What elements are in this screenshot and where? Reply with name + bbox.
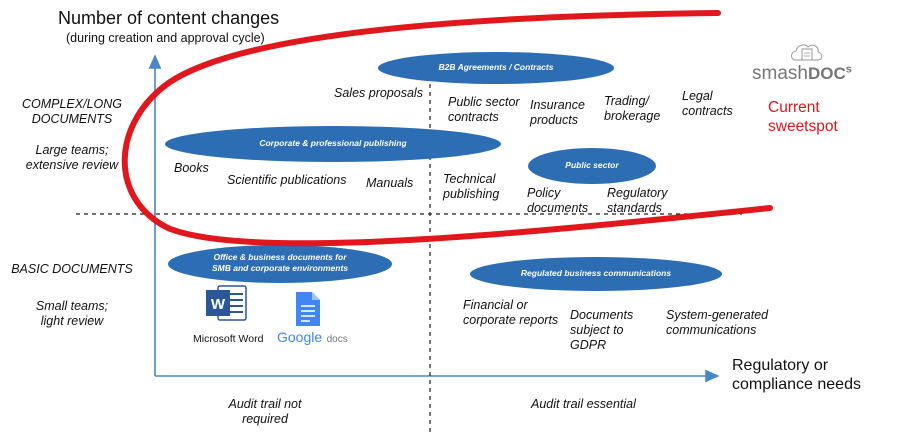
item-line: Technical [443, 172, 496, 186]
chart-subtitle: (during creation and approval cycle) [66, 31, 265, 45]
microsoft-word-label: Microsoft Word [193, 333, 264, 345]
complex-heading-line1: COMPLEX/LONG [21, 97, 123, 111]
regulated-communications-ellipse [470, 257, 722, 291]
logo-strong-text: DOC [807, 64, 846, 83]
basic-desc-line2: light review [40, 314, 104, 328]
item-line: documents [527, 201, 589, 215]
complex-heading-line2: DOCUMENTS [31, 112, 113, 126]
public-sector-label: Public sector [565, 160, 619, 170]
item-line: publishing [443, 187, 500, 201]
complex-documents-heading: COMPLEX/LONG DOCUMENTS [10, 97, 134, 127]
svg-text:W: W [211, 296, 226, 313]
office-label-line2: SMB and corporate environments [211, 263, 349, 273]
item-line: products [530, 113, 578, 127]
item-line: Public sector [448, 95, 520, 109]
x-axis-label: Regulatory or compliance needs [732, 356, 861, 394]
item-financial-reports: Financial or corporate reports [463, 298, 558, 328]
item-line: Insurance [530, 98, 585, 112]
sweetspot-line1: Current [768, 99, 820, 116]
item-line: Policy [527, 186, 561, 200]
bottom-left-line2: required [242, 412, 288, 426]
item-line: communications [666, 323, 757, 337]
item-public-sector-contracts: Public sector contracts [448, 95, 520, 125]
b2b-ellipse-label: B2B Agreements / Contracts [438, 62, 554, 72]
office-documents-ellipse [168, 245, 392, 283]
sweetspot-line2: sweetspot [768, 118, 838, 135]
audit-trail-not-required: Audit trail not required [205, 397, 325, 427]
docs-word: docs [326, 334, 348, 345]
audit-trail-essential: Audit trail essential [531, 397, 636, 411]
office-documents-label: Office & business documents for SMB and … [168, 252, 392, 274]
complex-desc-line1: Large teams; [35, 143, 109, 157]
item-manuals: Manuals [366, 176, 414, 190]
x-axis-label-line1: Regulatory or [732, 357, 829, 374]
basic-desc-line1: Small teams; [35, 299, 109, 313]
basic-documents-heading: BASIC DOCUMENTS [11, 262, 133, 276]
item-gdpr-documents: Documents subject to GDPR [570, 308, 633, 353]
logo-main-text: smash [752, 63, 808, 84]
chart-title: Number of content changes [58, 8, 280, 28]
item-line: subject to [570, 323, 624, 337]
public-sector-ellipse [528, 148, 656, 184]
item-scientific-publications: Scientific publications [227, 173, 347, 187]
item-line: System-generated [666, 308, 769, 322]
microsoft-word-icon: W [206, 285, 247, 321]
item-trading-brokerage: Trading/ brokerage [604, 94, 660, 124]
complex-desc-line2: extensive review [25, 158, 119, 172]
item-legal-contracts: Legal contracts [682, 89, 733, 119]
item-insurance-products: Insurance products [530, 98, 585, 128]
complex-documents-description: Large teams; extensive review [10, 143, 134, 173]
item-sales-proposals: Sales proposals [334, 86, 423, 100]
item-line: Trading/ [604, 94, 649, 108]
item-line: Financial or [463, 298, 528, 312]
item-technical-publishing: Technical publishing [443, 172, 499, 202]
item-line: Legal [682, 89, 713, 103]
item-line: GDPR [570, 338, 607, 352]
item-line: Regulatory [607, 186, 668, 200]
logo-sup-text: s [845, 63, 852, 76]
smashdocs-logo: smashDOCs [752, 63, 852, 85]
smashdocs-cloud-icon [791, 44, 823, 61]
item-line: Documents [570, 308, 634, 322]
sweetspot-curve [121, 10, 773, 247]
regulated-communications-label: Regulated business communications [520, 268, 672, 278]
item-line: corporate reports [463, 313, 559, 327]
office-label-line1: Office & business documents for [213, 252, 347, 262]
b2b-ellipse [378, 52, 614, 84]
item-regulatory-standards: Regulatory standards [607, 186, 667, 216]
google-word: Google [277, 329, 323, 345]
item-line: standards [607, 201, 662, 215]
google-docs-wordmark: Google docs [277, 329, 348, 347]
google-docs-icon [296, 292, 320, 326]
item-line: contracts [448, 110, 499, 124]
bottom-left-line1: Audit trail not [228, 397, 302, 411]
basic-documents-description: Small teams; light review [10, 299, 134, 329]
current-sweetspot-label: Current sweetspot [768, 98, 838, 136]
x-axis-label-line2: compliance needs [732, 376, 861, 393]
corporate-publishing-label: Corporate & professional publishing [259, 138, 407, 148]
item-policy-documents: Policy documents [527, 186, 588, 216]
item-system-generated: System-generated communications [666, 308, 768, 338]
item-line: brokerage [604, 109, 661, 123]
item-line: contracts [682, 104, 733, 118]
corporate-publishing-ellipse [165, 126, 501, 162]
item-books: Books [174, 161, 209, 175]
